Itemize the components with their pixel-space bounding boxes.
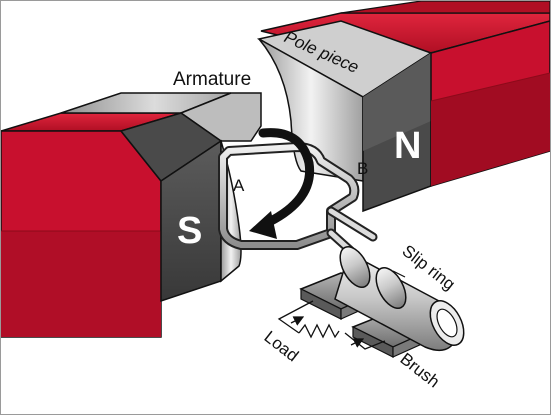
north-pole-label: N xyxy=(394,125,421,167)
slip-ring-assembly xyxy=(299,246,465,358)
load-label: Load xyxy=(261,327,303,365)
rotation-arrowhead xyxy=(249,211,277,239)
load-resistor xyxy=(298,323,340,339)
armature-label: Armature xyxy=(173,69,251,90)
load-circuit xyxy=(277,300,386,350)
brush-label: Brush xyxy=(397,349,444,391)
north-magnet: N Pole piece xyxy=(256,1,550,213)
point-b-label: B xyxy=(357,159,368,178)
rotation-arrow xyxy=(249,128,315,239)
south-pole-label: S xyxy=(177,210,202,252)
point-a-label: A xyxy=(233,176,245,195)
